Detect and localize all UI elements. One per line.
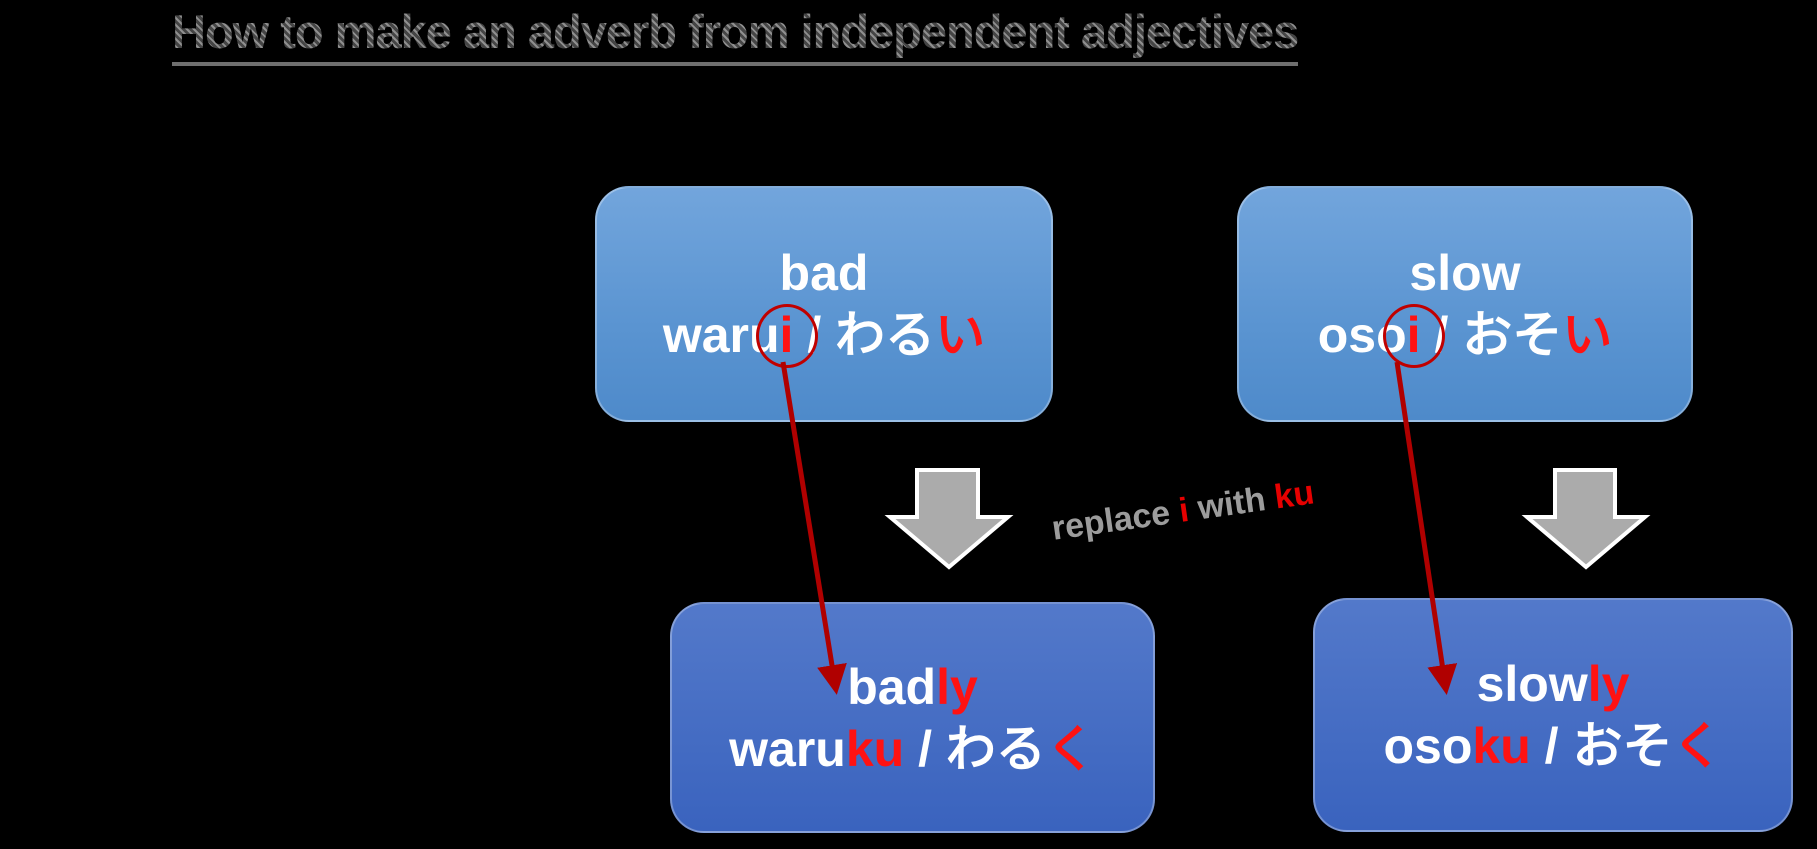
- box-adverb-badly: badly waruku / わるく: [670, 602, 1155, 833]
- replace-rule-label: replace i with ku: [1049, 473, 1317, 548]
- adjective-english: slow: [1409, 245, 1521, 301]
- adverb-english: badly: [847, 658, 978, 715]
- box-adverb-slowly: slowly osoku / おそく: [1313, 598, 1793, 832]
- box-adjective-slow: slow osoi / おそい: [1237, 186, 1693, 422]
- box-adjective-bad: bad warui / わるい: [595, 186, 1053, 422]
- page-title: How to make an adverb from independent a…: [172, 4, 1299, 66]
- adjective-english: bad: [779, 245, 869, 301]
- page-title-text: How to make an adverb from independent a…: [172, 5, 1299, 58]
- down-arrow-icon: [1521, 468, 1651, 570]
- down-arrow-icon: [884, 468, 1014, 570]
- adverb-reading: osoku / おそく: [1383, 718, 1723, 774]
- adverb-english: slowly: [1476, 656, 1630, 712]
- adjective-reading: osoi / おそい: [1318, 304, 1612, 369]
- adjective-reading: warui / わるい: [663, 304, 985, 369]
- circled-ending: i: [755, 304, 818, 369]
- adverb-reading: waruku / わるく: [729, 720, 1096, 777]
- circled-ending: i: [1382, 304, 1445, 369]
